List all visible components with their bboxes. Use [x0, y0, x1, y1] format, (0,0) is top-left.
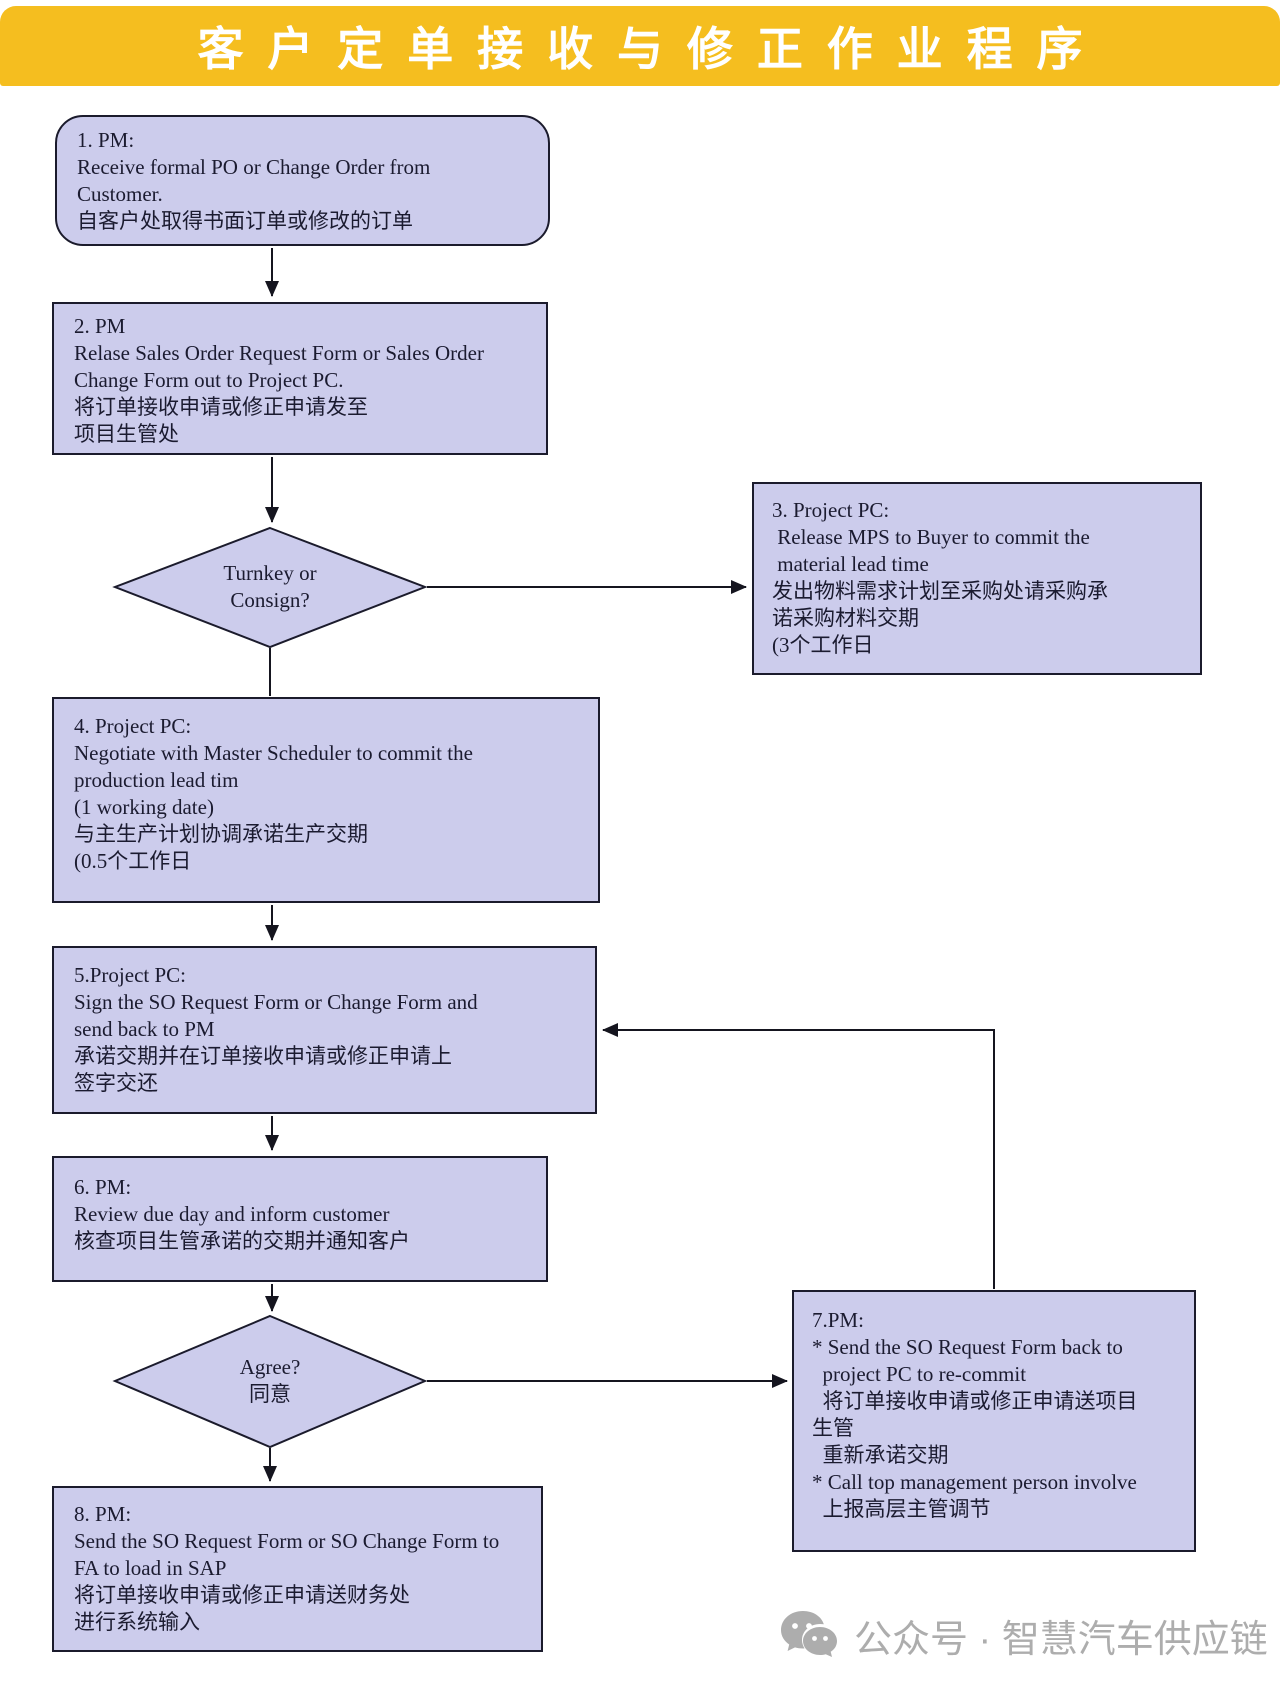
box7-line: 7.PM:	[812, 1308, 864, 1332]
decision-line: Agree?	[239, 1355, 301, 1379]
box5-line: send back to PM	[74, 1017, 215, 1041]
process-box-2-release-form: 2. PM Relase Sales Order Request Form or…	[52, 302, 548, 455]
watermark: 公众号 · 智慧汽车供应链	[780, 1608, 1268, 1663]
box8-line: 将订单接收申请或修正申请送财务处	[74, 1583, 410, 1607]
process-box-3-release-mps: 3. Project PC: Release MPS to Buyer to c…	[752, 482, 1202, 675]
box7-line: 将订单接收申请或修正申请送项目	[812, 1389, 1138, 1413]
decision-line: 同意	[249, 1382, 291, 1406]
box7-line: 上报高层主管调节	[812, 1497, 991, 1521]
watermark-text: 公众号 · 智慧汽车供应链	[854, 1619, 1268, 1661]
box8-line: FA to load in SAP	[74, 1556, 227, 1580]
box3-line: 3. Project PC:	[772, 498, 890, 522]
box1-line: Customer.	[77, 182, 163, 206]
box6-line: 核查项目生管承诺的交期并通知客户	[74, 1229, 410, 1253]
box5-line: 签字交还	[74, 1071, 158, 1095]
title-banner: 客户定单接收与修正作业程序	[0, 6, 1280, 86]
box4-line: 与主生产计划协调承诺生产交期	[74, 822, 368, 846]
box2-line: 2. PM	[74, 314, 126, 338]
arrow-box7-feedback-to-box5	[602, 1023, 995, 1289]
process-box-1-receive-po: 1. PM: Receive formal PO or Change Order…	[55, 115, 550, 246]
box7-line: 生管	[812, 1416, 854, 1440]
page-title: 客户定单接收与修正作业程序	[197, 23, 1107, 75]
box8-line: 进行系统输入	[74, 1610, 200, 1634]
box5-line: 5.Project PC:	[74, 963, 187, 987]
process-box-6-review-due-day: 6. PM: Review due day and inform custome…	[52, 1156, 548, 1282]
box7-line: project PC to re-commit	[812, 1362, 1027, 1386]
box6-line: Review due day and inform customer	[74, 1202, 390, 1226]
box8-line: 8. PM:	[74, 1502, 132, 1526]
process-box-8-load-sap: 8. PM: Send the SO Request Form or SO Ch…	[52, 1486, 543, 1652]
box7-line: * Send the SO Request Form back to	[812, 1335, 1123, 1359]
box3-line: Release MPS to Buyer to commit the	[772, 525, 1090, 549]
box2-line: 将订单接收申请或修正申请发至	[74, 395, 368, 419]
box4-line: Negotiate with Master Scheduler to commi…	[74, 741, 473, 765]
decision-line: Turnkey or	[223, 561, 317, 585]
box4-line: (0.5个工作日	[74, 849, 192, 873]
process-box-5-sign-form: 5.Project PC: Sign the SO Request Form o…	[52, 946, 597, 1114]
process-box-4-negotiate-scheduler: 4. Project PC: Negotiate with Master Sch…	[52, 697, 600, 903]
box2-line: Relase Sales Order Request Form or Sales…	[74, 341, 484, 365]
box6-line: 6. PM:	[74, 1175, 132, 1199]
box8-line: Send the SO Request Form or SO Change Fo…	[74, 1529, 500, 1553]
box3-line: 诺采购材料交期	[772, 606, 919, 630]
wechat-icon	[781, 1610, 837, 1657]
box3-line: 发出物料需求计划至采购处请采购承	[772, 579, 1108, 603]
box5-line: 承诺交期并在订单接收申请或修正申请上	[74, 1044, 452, 1068]
box3-line: material lead time	[772, 552, 929, 576]
box1-line: Receive formal PO or Change Order from	[77, 155, 431, 179]
decision-turnkey-label: Turnkey or Consign?	[140, 560, 400, 614]
box4-line: production lead tim	[74, 768, 239, 792]
decision-agree-label: Agree? 同意	[140, 1354, 400, 1408]
box4-line: 4. Project PC:	[74, 714, 192, 738]
box1-line: 1. PM:	[77, 128, 135, 152]
decision-line: Consign?	[230, 588, 310, 612]
box7-line: * Call top management person involve	[812, 1470, 1137, 1494]
box3-line: (3个工作日	[772, 633, 874, 657]
box5-line: Sign the SO Request Form or Change Form …	[74, 990, 478, 1014]
box7-line: 重新承诺交期	[812, 1443, 949, 1467]
process-box-7-send-back-recommit: 7.PM: * Send the SO Request Form back to…	[792, 1290, 1196, 1552]
box4-line: (1 working date)	[74, 795, 214, 819]
box2-line: Change Form out to Project PC.	[74, 368, 344, 392]
box1-line: 自客户处取得书面订单或修改的订单	[77, 209, 413, 233]
box2-line: 项目生管处	[74, 422, 179, 446]
